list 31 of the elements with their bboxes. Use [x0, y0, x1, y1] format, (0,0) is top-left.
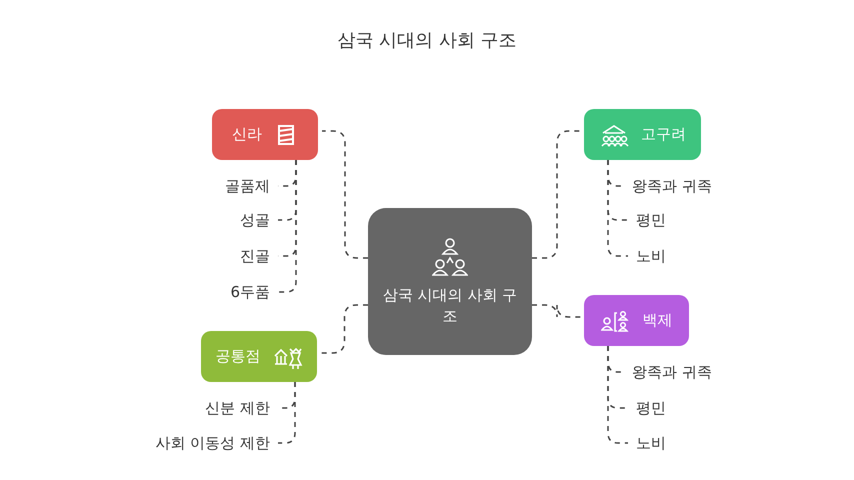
- connector-line: [532, 130, 582, 259]
- diagram-title: 삼국 시대의 사회 구조: [337, 29, 517, 52]
- topic-box: [368, 208, 532, 355]
- item-label: 신분 제한: [205, 398, 270, 418]
- category-label: 백제: [642, 311, 672, 330]
- topic-label: 삼국 시대의 사회 구조: [382, 285, 518, 326]
- item-label: 평민: [636, 210, 666, 230]
- connector-line: [532, 304, 582, 318]
- item-label: 성골: [240, 210, 270, 230]
- category-label: 고구려: [641, 125, 686, 144]
- item-label: 왕족과 귀족: [632, 362, 712, 382]
- category-label: 공통점: [216, 347, 260, 366]
- item-label: 골품제: [225, 176, 270, 196]
- item-label: 6두품: [230, 282, 270, 302]
- item-label: 평민: [636, 398, 666, 418]
- connector-line: [607, 160, 628, 257]
- item-label: 노비: [636, 246, 666, 266]
- item-label: 사회 이동성 제한: [155, 433, 270, 453]
- item-label: 노비: [636, 433, 666, 453]
- connector-line: [607, 346, 628, 444]
- category-box: [201, 331, 317, 382]
- connector-line: [278, 160, 297, 293]
- connector-line: [321, 304, 368, 354]
- category-box: [584, 109, 701, 160]
- category-box: [584, 295, 689, 346]
- category-box: [212, 109, 318, 160]
- connector-line: [278, 382, 296, 444]
- connector-line: [322, 130, 368, 259]
- item-label: 진골: [240, 246, 270, 266]
- category-label: 신라: [232, 125, 262, 144]
- item-label: 왕족과 귀족: [632, 176, 712, 196]
